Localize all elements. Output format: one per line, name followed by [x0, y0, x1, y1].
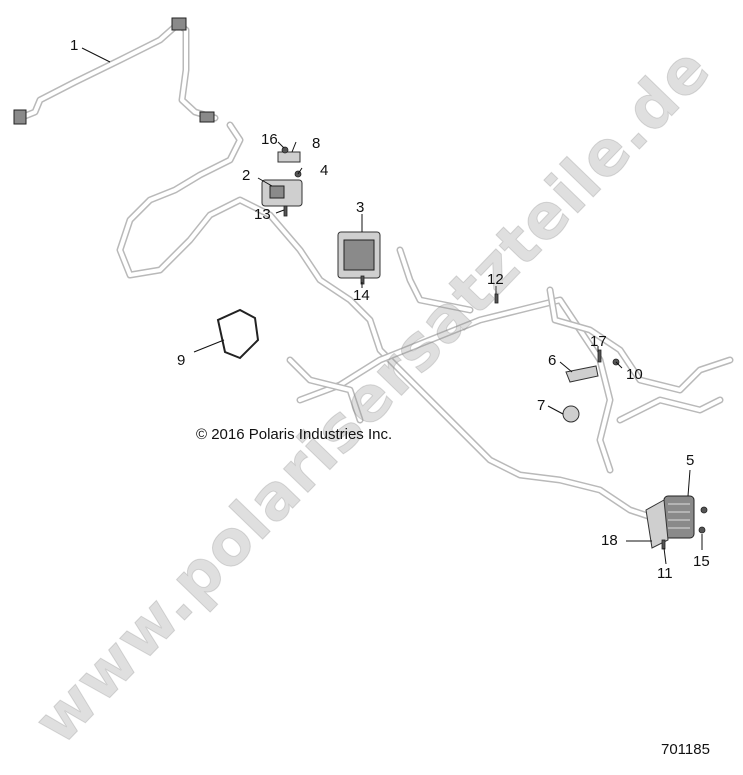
regulator-bracket — [645, 499, 669, 549]
callout-11: 11 — [657, 565, 673, 582]
callout-4: 4 — [320, 162, 329, 179]
ecu-module — [337, 231, 381, 279]
screw-12 — [494, 293, 499, 304]
callout-3: 3 — [356, 199, 365, 216]
callout-10: 10 — [626, 366, 643, 383]
callout-18: 18 — [601, 532, 618, 549]
callout-5: 5 — [686, 452, 695, 469]
clip-bracket — [565, 365, 599, 383]
screw-11 — [661, 539, 666, 550]
screw-17 — [597, 349, 602, 363]
grommet — [562, 405, 580, 423]
screw-16 — [281, 146, 289, 154]
callout-14: 14 — [353, 287, 370, 304]
screw-a — [700, 506, 708, 514]
main-harness — [116, 121, 734, 524]
callout-7: 7 — [537, 397, 546, 414]
leader-lines — [81, 47, 703, 565]
screw-13 — [283, 205, 288, 217]
callout-9: 9 — [177, 352, 186, 369]
copyright-notice: © 2016 Polaris Industries Inc. — [196, 426, 393, 443]
figure-id: 701185 — [661, 741, 710, 758]
callout-16: 16 — [261, 131, 278, 148]
voltage-regulator — [663, 495, 695, 539]
callout-6: 6 — [548, 352, 557, 369]
gasket-loop — [216, 308, 260, 360]
relay-block — [261, 179, 303, 207]
callout-15: 15 — [693, 553, 710, 570]
callout-17: 17 — [590, 333, 607, 350]
callout-1: 1 — [70, 37, 79, 54]
screw-15 — [698, 526, 706, 534]
bracket — [277, 151, 301, 163]
callout-12: 12 — [487, 271, 504, 288]
upper-harness — [13, 17, 219, 125]
callout-13: 13 — [254, 206, 271, 223]
callout-8: 8 — [312, 135, 321, 152]
callout-2: 2 — [242, 167, 251, 184]
